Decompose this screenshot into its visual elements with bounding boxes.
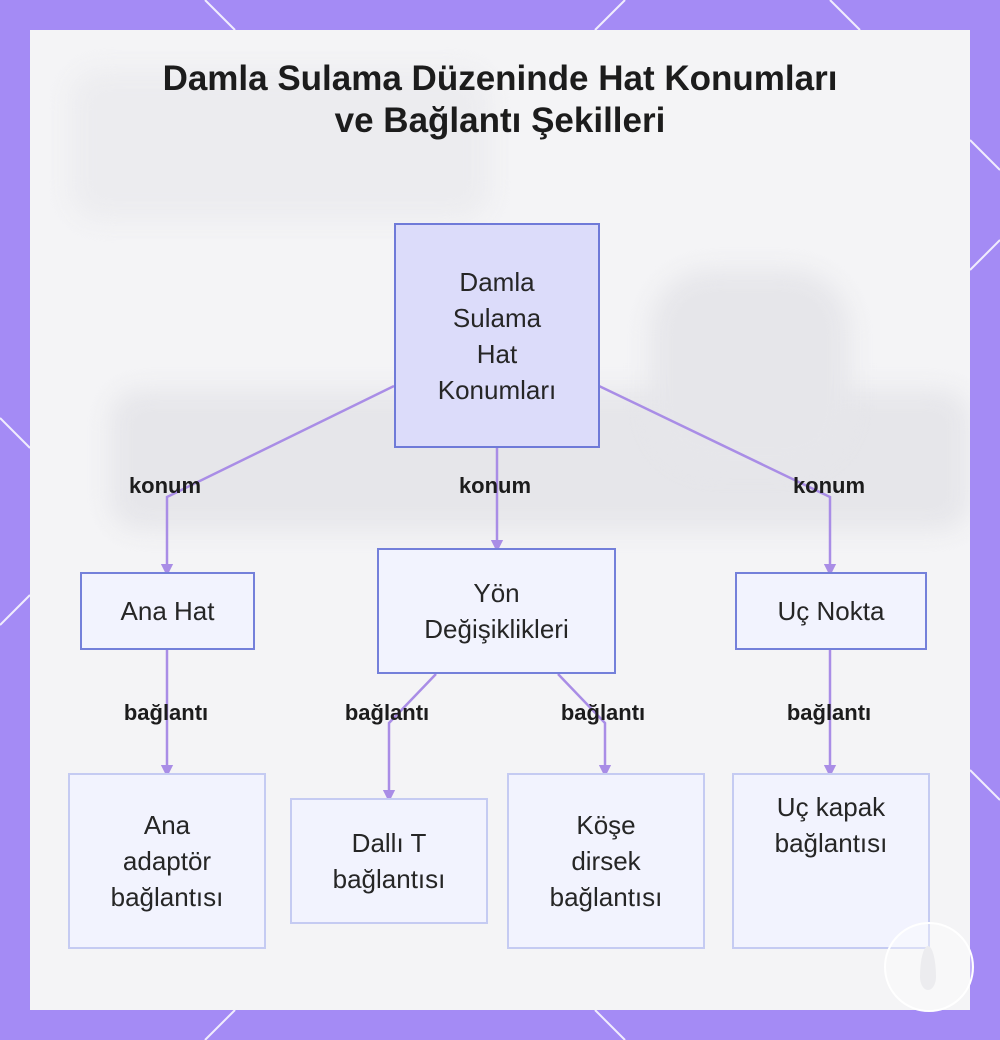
edge-label-baglanti: bağlantı bbox=[123, 700, 209, 725]
node-dalli-t: Dallı T bağlantısı bbox=[290, 798, 488, 924]
edge-yon-dalli-t bbox=[382, 673, 437, 803]
node-uc-kapak: Uç kapak bağlantısı bbox=[732, 773, 930, 949]
edge-yon-kose bbox=[557, 673, 612, 778]
background-blur bbox=[70, 70, 490, 220]
title-line-2: ve Bağlantı Şekilleri bbox=[334, 101, 666, 140]
background-blur bbox=[650, 270, 850, 470]
leaf-logo-icon bbox=[884, 922, 974, 1012]
node-yon-label: Yön Değişiklikleri bbox=[424, 578, 569, 644]
edge-label-konum: konum bbox=[792, 473, 866, 498]
leaf-shape bbox=[920, 946, 936, 990]
edge-label-konum: konum bbox=[458, 473, 532, 498]
node-root-label: Damla Sulama Hat Konumları bbox=[437, 266, 557, 405]
edge-root-ana-hat bbox=[160, 384, 395, 577]
node-yon-degisiklikleri: Yön Değişiklikleri bbox=[377, 548, 616, 674]
node-ana-hat: Ana Hat bbox=[80, 572, 255, 650]
node-uc-nokta: Uç Nokta bbox=[735, 572, 927, 650]
node-ana-adaptor-label: Ana adaptör bağlantısı bbox=[110, 810, 224, 912]
node-uc-kapak-label: Uç kapak bağlantısı bbox=[774, 792, 888, 858]
node-kose-dirsek: Köşe dirsek bağlantısı bbox=[507, 773, 705, 949]
edge-label-baglanti: bağlantı bbox=[344, 700, 430, 725]
node-ana-adaptor: Ana adaptör bağlantısı bbox=[68, 773, 266, 949]
node-ana-hat-label: Ana Hat bbox=[120, 596, 215, 626]
edge-root-uc-nokta bbox=[598, 384, 837, 577]
node-uc-nokta-label: Uç Nokta bbox=[777, 596, 885, 626]
edge-label-konum: konum bbox=[128, 473, 202, 498]
node-dalli-t-label: Dallı T bağlantısı bbox=[332, 828, 446, 894]
title-line-1: Damla Sulama Düzeninde Hat Konumları bbox=[162, 59, 838, 98]
edge-label-baglanti: bağlantı bbox=[786, 700, 872, 725]
edge-label-baglanti: bağlantı bbox=[560, 700, 646, 725]
node-root: Damla Sulama Hat Konumları bbox=[394, 223, 600, 448]
diagram-title: Damla Sulama Düzeninde Hat Konumları ve … bbox=[0, 58, 1000, 142]
node-kose-dirsek-label: Köşe dirsek bağlantısı bbox=[549, 810, 663, 912]
